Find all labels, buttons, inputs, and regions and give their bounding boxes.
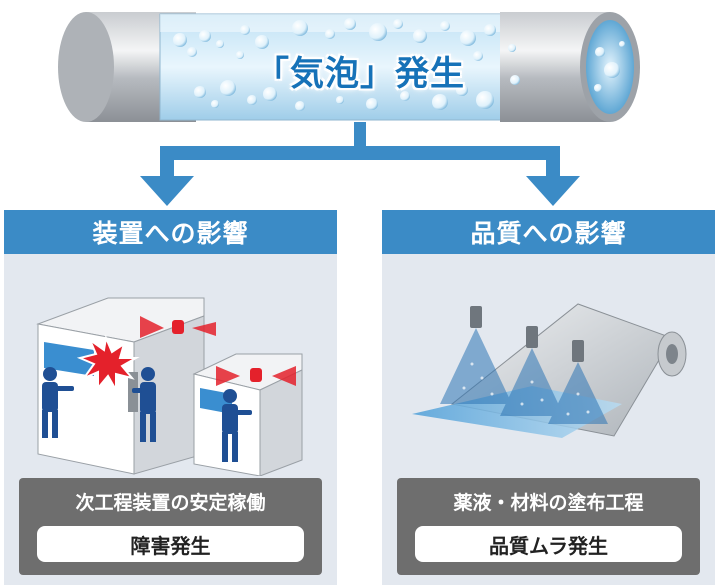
result-label: 障害発生 — [37, 526, 304, 562]
machine-small — [192, 353, 303, 476]
quality-impact-panel: 品質への影響 — [382, 210, 715, 585]
pipe-title: 「気泡」発生 — [255, 53, 465, 94]
caption-text: 薬液・材料の塗布工程 — [453, 492, 644, 514]
failure-burst-icon — [76, 334, 140, 394]
worker-figures — [42, 367, 252, 462]
coating-illustration — [412, 303, 687, 438]
equipment-impact-panel: 装置への影響 — [4, 210, 337, 585]
pipe-transparent-section — [159, 13, 541, 121]
bubbles — [173, 18, 625, 111]
panel-header: 品質への影響 — [382, 210, 715, 254]
spray-droplets — [462, 362, 590, 416]
split-arrows — [140, 122, 580, 206]
equipment-illustration — [36, 297, 303, 476]
caption-box: 次工程装置の安定稼働 障害発生 — [19, 478, 322, 575]
panel-header: 装置への影響 — [4, 210, 337, 254]
result-label: 品質ムラ発生 — [415, 526, 682, 562]
caption-box: 薬液・材料の塗布工程 品質ムラ発生 — [397, 478, 700, 575]
spray-nozzles — [470, 306, 584, 362]
pipe-illustration — [58, 12, 640, 206]
caption-text: 次工程装置の安定稼働 — [75, 492, 266, 514]
alert-beacons — [140, 316, 296, 386]
